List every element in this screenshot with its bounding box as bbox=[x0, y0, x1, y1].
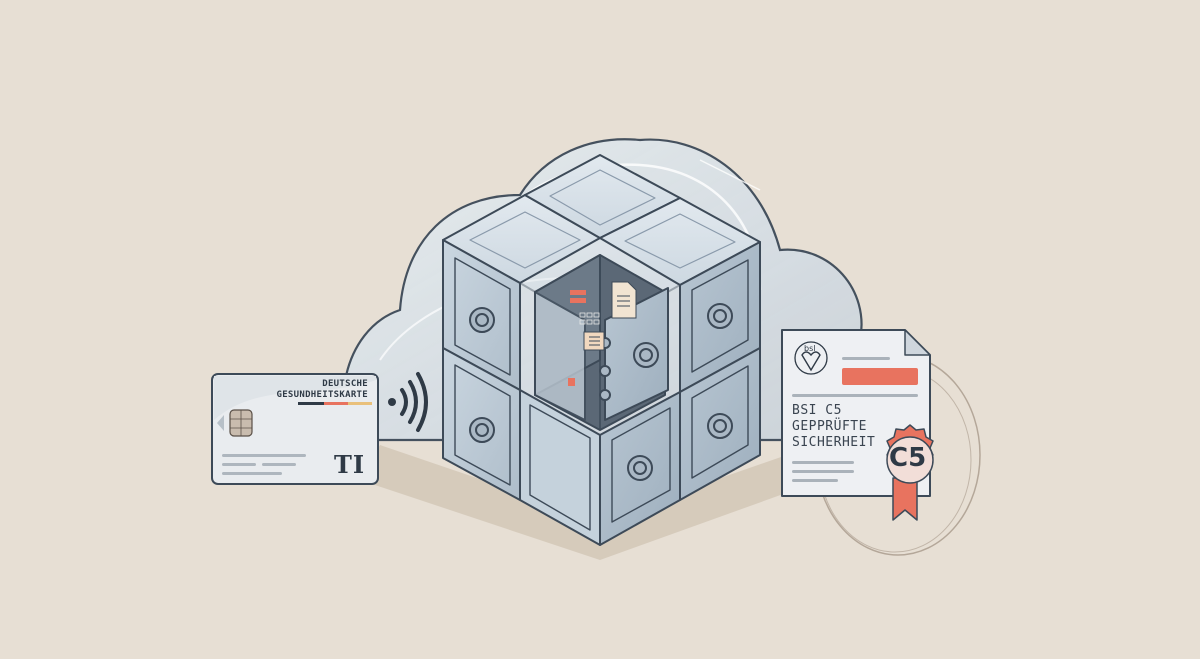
safe-dial-icon bbox=[707, 413, 733, 439]
contactless-icon bbox=[388, 372, 428, 432]
safe-dial-icon bbox=[633, 342, 659, 368]
bsl-logo-icon bbox=[794, 341, 828, 375]
certificate-line3: SICHERHEIT bbox=[792, 435, 876, 450]
red-tag-icon bbox=[568, 290, 586, 386]
certificate-line1: BSI C5 bbox=[792, 403, 842, 418]
certificate bbox=[781, 329, 981, 556]
safe-dial-icon bbox=[627, 455, 653, 481]
dial-icons bbox=[469, 303, 733, 481]
chip-icon bbox=[229, 409, 253, 437]
certificate-line2: GEPPRÜFTE bbox=[792, 419, 867, 434]
bsl-logo-text: bsl bbox=[804, 344, 816, 353]
document-icon bbox=[611, 281, 637, 319]
safe-dial-icon bbox=[469, 417, 495, 443]
health-card-title: DEUTSCHE GESUNDHEITSKARTE bbox=[230, 379, 368, 401]
keypad-icon bbox=[579, 312, 600, 325]
checklist-icon bbox=[583, 331, 605, 351]
health-card bbox=[211, 373, 379, 485]
safe-dial-icon bbox=[707, 303, 733, 329]
ti-logo: TI bbox=[334, 450, 366, 479]
card-title-line2: GESUNDHEITSKARTE bbox=[276, 390, 368, 400]
rosette-ribbon-icon bbox=[886, 424, 934, 521]
card-title-line1: DEUTSCHE bbox=[322, 379, 368, 389]
safe-contents bbox=[568, 281, 637, 386]
safe-dial-icon bbox=[469, 307, 495, 333]
seal-label: C5 bbox=[889, 443, 927, 473]
